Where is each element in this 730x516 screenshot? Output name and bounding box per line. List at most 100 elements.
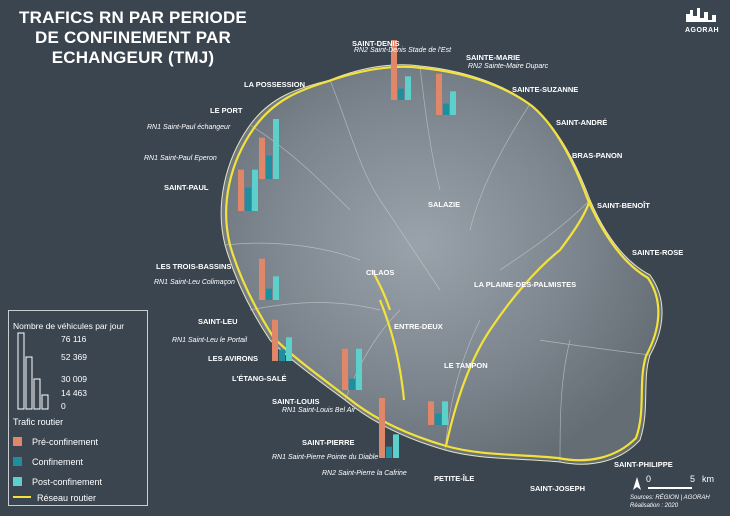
title-line: DE CONFINEMENT PAR — [35, 28, 231, 47]
logo-text: AGORAH — [684, 27, 720, 34]
place-label: CILAOS — [366, 268, 395, 277]
traffic-bar — [266, 155, 272, 179]
traffic-bar — [443, 103, 449, 115]
legend-item-post: Post-confinement — [13, 475, 102, 489]
traffic-bar — [286, 337, 292, 361]
scale-start: 0 — [646, 474, 652, 484]
interchange-label: RN1 Saint-Leu le Portail — [172, 337, 248, 344]
place-label: LES TROIS-BASSINS — [156, 262, 232, 271]
traffic-bar — [259, 258, 265, 300]
road-network — [225, 65, 660, 462]
place-label: SAINTE-ROSE — [632, 248, 684, 257]
place-label: SAINTE-MARIE — [466, 53, 521, 62]
legend-scale-value: 52 369 — [61, 352, 87, 362]
city-skyline-icon — [686, 8, 716, 22]
place-label: SAINT-DENIS — [352, 39, 400, 48]
legend-scale-value: 76 116 — [61, 334, 87, 344]
scale-bar: 0 5 km — [632, 474, 714, 492]
traffic-bar — [349, 378, 355, 390]
interchange-label: RN2 Sainte-Maire Duparc — [468, 63, 549, 70]
traffic-bar — [442, 401, 448, 425]
place-label: L'ÉTANG-SALÉ — [232, 374, 287, 383]
traffic-bar — [436, 73, 442, 115]
place-label: LA PLAINE-DES-PALMISTES — [474, 280, 577, 289]
title-line: TRAFICS RN PAR PERIODE — [19, 8, 247, 27]
legend-title: Nombre de véhicules par jour — [13, 321, 125, 331]
traffic-bar — [405, 76, 411, 100]
traffic-bar — [435, 413, 441, 425]
place-label: ENTRE-DEUX — [394, 322, 443, 331]
traffic-bar — [450, 91, 456, 115]
traffic-bar — [245, 187, 251, 211]
traffic-bar — [428, 401, 434, 425]
road-line-icon — [13, 496, 31, 498]
title-line: ECHANGEUR (TMJ) — [51, 48, 215, 67]
place-label: SALAZIE — [428, 200, 461, 209]
traffic-bar — [356, 348, 362, 390]
traffic-bar — [386, 446, 392, 458]
place-label: PETITE-ÎLE — [434, 474, 475, 483]
legend-section-title: Trafic routier — [13, 417, 64, 427]
legend-bars — [17, 332, 49, 410]
interchange-label: RN1 Saint-Paul échangeur — [147, 124, 231, 131]
source-line: Réalisation : 2020 — [630, 503, 679, 509]
interchange-label: RN1 Saint-Leu Colimaçon — [154, 279, 235, 286]
traffic-bar — [273, 119, 279, 179]
traffic-bar — [252, 169, 258, 211]
traffic-bar — [398, 88, 404, 100]
place-label: SAINT-PAUL — [164, 183, 209, 192]
place-label: LE PORT — [210, 106, 243, 115]
traffic-bar — [259, 137, 265, 179]
source-line: Sources: RÉGION | AGORAH — [630, 495, 710, 501]
legend-item-label: Réseau routier — [37, 493, 97, 503]
traffic-bar — [391, 40, 397, 100]
traffic-bar — [238, 169, 244, 211]
place-label: SAINT-PIERRE — [302, 438, 355, 447]
scale-end: 5 — [690, 474, 696, 484]
place-label: LES AVIRONS — [208, 354, 259, 363]
bar-glyphs — [238, 40, 456, 458]
interchange-label: RN2 Saint-Pierre la Cafrine — [322, 470, 407, 477]
traffic-bar — [266, 288, 272, 300]
legend: Nombre de véhicules par jour 76 116 52 3… — [8, 310, 148, 506]
interchange-label: RN1 Saint-Pierre Pointe du Diable — [272, 454, 379, 461]
interchange-label: RN1 Saint-Louis Bel Air — [282, 407, 356, 414]
scale-unit: km — [702, 474, 714, 484]
legend-item-conf: Confinement — [13, 455, 83, 469]
north-arrow-icon — [633, 477, 692, 490]
legend-item-road: Réseau routier — [13, 491, 96, 505]
traffic-bar — [379, 398, 385, 458]
traffic-bar — [393, 434, 399, 458]
interchange-label: RN2 Saint-Denis Stade de l'Est — [354, 47, 452, 54]
swatch-icon — [13, 457, 22, 466]
traffic-bar — [342, 348, 348, 390]
traffic-bar — [279, 349, 285, 361]
swatch-icon — [13, 437, 22, 446]
place-label: SAINT-PHILIPPE — [614, 460, 673, 469]
place-label: SAINTE-SUZANNE — [512, 85, 579, 94]
place-label: SAINT-JOSEPH — [530, 484, 586, 493]
place-label: BRAS-PANON — [572, 151, 623, 160]
legend-item-label: Confinement — [32, 457, 84, 467]
agorah-logo: AGORAH — [682, 6, 722, 34]
place-label: SAINT-LEU — [198, 317, 238, 326]
interchange-label: RN1 Saint-Paul Eperon — [144, 155, 217, 162]
place-label: SAINT-ANDRÉ — [556, 118, 608, 127]
sources: Sources: RÉGION | AGORAH Réalisation : 2… — [630, 494, 710, 510]
traffic-bar — [273, 276, 279, 300]
legend-item-pre: Pré-confinement — [13, 435, 98, 449]
place-label: SAINT-LOUIS — [272, 397, 320, 406]
legend-scale-value: 0 — [61, 401, 66, 411]
place-label: LA POSSESSION — [244, 80, 305, 89]
legend-scale-value: 14 463 — [61, 388, 87, 398]
swatch-icon — [13, 477, 22, 486]
legend-item-label: Pré-confinement — [32, 437, 99, 447]
legend-scale-value: 30 009 — [61, 374, 87, 384]
place-label: SAINT-BENOÎT — [597, 201, 650, 210]
commune-boundaries — [224, 65, 651, 463]
legend-item-label: Post-confinement — [32, 477, 103, 487]
place-label: LE TAMPON — [444, 361, 488, 370]
traffic-bar — [272, 319, 278, 361]
map-title: TRAFICS RN PAR PERIODE DE CONFINEMENT PA… — [8, 8, 258, 68]
